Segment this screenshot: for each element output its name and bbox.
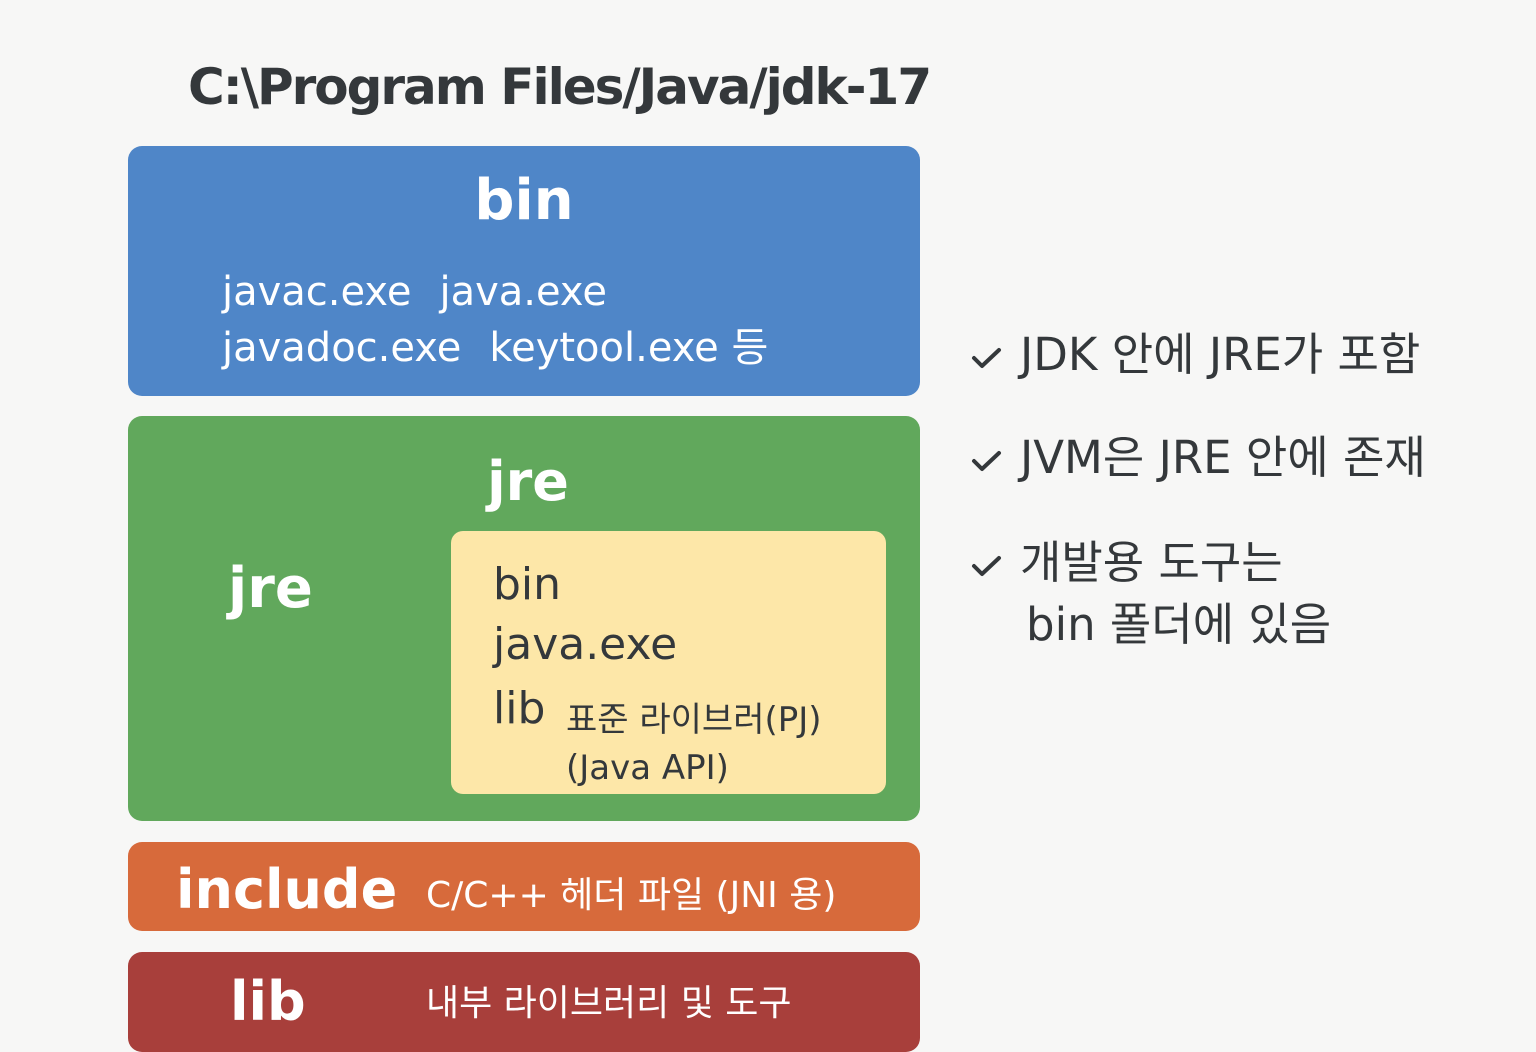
jre-lib-label: lib — [493, 683, 546, 734]
jre-bin-label: bin — [493, 559, 562, 610]
jre-lib-description-line-2: (Java API) — [566, 748, 729, 788]
jre-folder-block: jre jre bin java.exe lib 표준 라이브러(РJ) (Ja… — [128, 416, 920, 821]
include-description: C/C++ 헤더 파일 (JNI 용) — [426, 875, 837, 916]
bin-block-title: bin — [474, 168, 574, 233]
include-folder-block: include C/C++ 헤더 파일 (JNI 용) — [128, 842, 920, 931]
lib-folder-block: lib 내부 라이브러리 및 도구 — [128, 952, 920, 1052]
jre-lib-description: 표준 라이브러(РJ) (Java API) — [566, 696, 822, 792]
jre-contents-box: bin java.exe lib 표준 라이브러(РJ) (Java API) — [451, 531, 886, 794]
check-icon — [972, 348, 1001, 368]
bin-folder-block: javac.exe java.exe javadoc.exe keytool.exe… — [128, 146, 920, 396]
path-title: C:\Program Files/Java/jdk-17 — [188, 58, 932, 116]
bin-file-row-1: javac.exe java.exe — [222, 264, 796, 320]
bin-file-row-2: javadoc.exe keytool.exe 등 — [222, 320, 796, 376]
file-javadoc: javadoc.exe — [222, 325, 462, 371]
check-icon — [972, 556, 1001, 576]
file-java: java.exe — [439, 269, 607, 315]
bin-title-area: bin — [128, 146, 920, 256]
note-text-continued: bin 폴더에 있음 — [1026, 598, 1332, 651]
jre-block-title: jre — [487, 450, 569, 513]
file-javac: javac.exe — [222, 269, 412, 315]
note-text: 개발용 도구는 — [1020, 536, 1283, 589]
bin-file-list: javac.exe java.exe javadoc.exe keytool.exe… — [222, 264, 796, 376]
note-text: JDK 안에 JRE가 포함 — [1020, 328, 1421, 381]
file-keytool: keytool.exe 등 — [489, 325, 769, 371]
lib-description: 내부 라이브러리 및 도구 — [426, 983, 792, 1024]
note-text: JVM은 JRE 안에 존재 — [1020, 431, 1426, 484]
lib-label: lib — [230, 970, 306, 1033]
jre-java-exe-label: java.exe — [493, 619, 678, 670]
check-icon — [972, 451, 1001, 471]
jre-lib-description-line-1: 표준 라이브러(РJ) — [566, 700, 822, 740]
jre-side-label: jre — [228, 556, 313, 621]
include-label: include — [176, 858, 398, 921]
